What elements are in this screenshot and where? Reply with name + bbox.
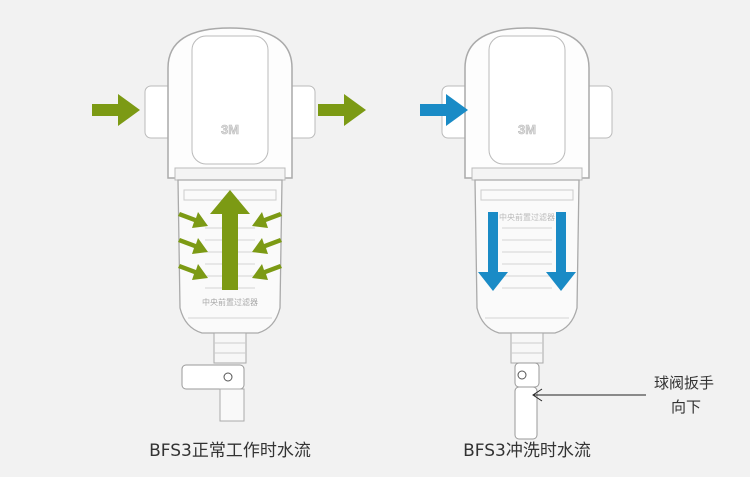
- flush-inlet-arrow-icon: [420, 94, 468, 126]
- bowl-label-left: 中央前置过滤器: [202, 297, 258, 307]
- outlet-arrow-icon: [318, 94, 366, 126]
- callout-line2: 向下: [671, 398, 701, 416]
- inward-arrows-left: [178, 212, 208, 280]
- callout-line1: 球阀扳手: [654, 374, 714, 392]
- inlet-arrow-icon: [92, 94, 140, 126]
- upward-flow-arrow-icon: [210, 190, 250, 290]
- ball-valve-handle: [181, 364, 245, 390]
- bowl-label-right: 中央前置过滤器: [499, 212, 555, 222]
- downward-arrow-left-icon: [478, 212, 508, 291]
- valve-callout: 球阀扳手 向下: [532, 374, 714, 416]
- normal-flow-arrows: [92, 94, 366, 290]
- filter-normal: [144, 27, 316, 422]
- filter-flush: [441, 27, 613, 440]
- ball-valve-handle-down: [514, 362, 540, 388]
- flush-flow-arrows: [420, 94, 576, 291]
- caption-flush: BFS3冲洗时水流: [463, 441, 591, 461]
- inward-arrows-right: [252, 212, 282, 280]
- caption-normal: BFS3正常工作时水流: [149, 441, 311, 461]
- brand-logo-right: 3M: [518, 122, 536, 137]
- downward-arrow-right-icon: [546, 212, 576, 291]
- brand-logo-left: 3M: [221, 122, 239, 137]
